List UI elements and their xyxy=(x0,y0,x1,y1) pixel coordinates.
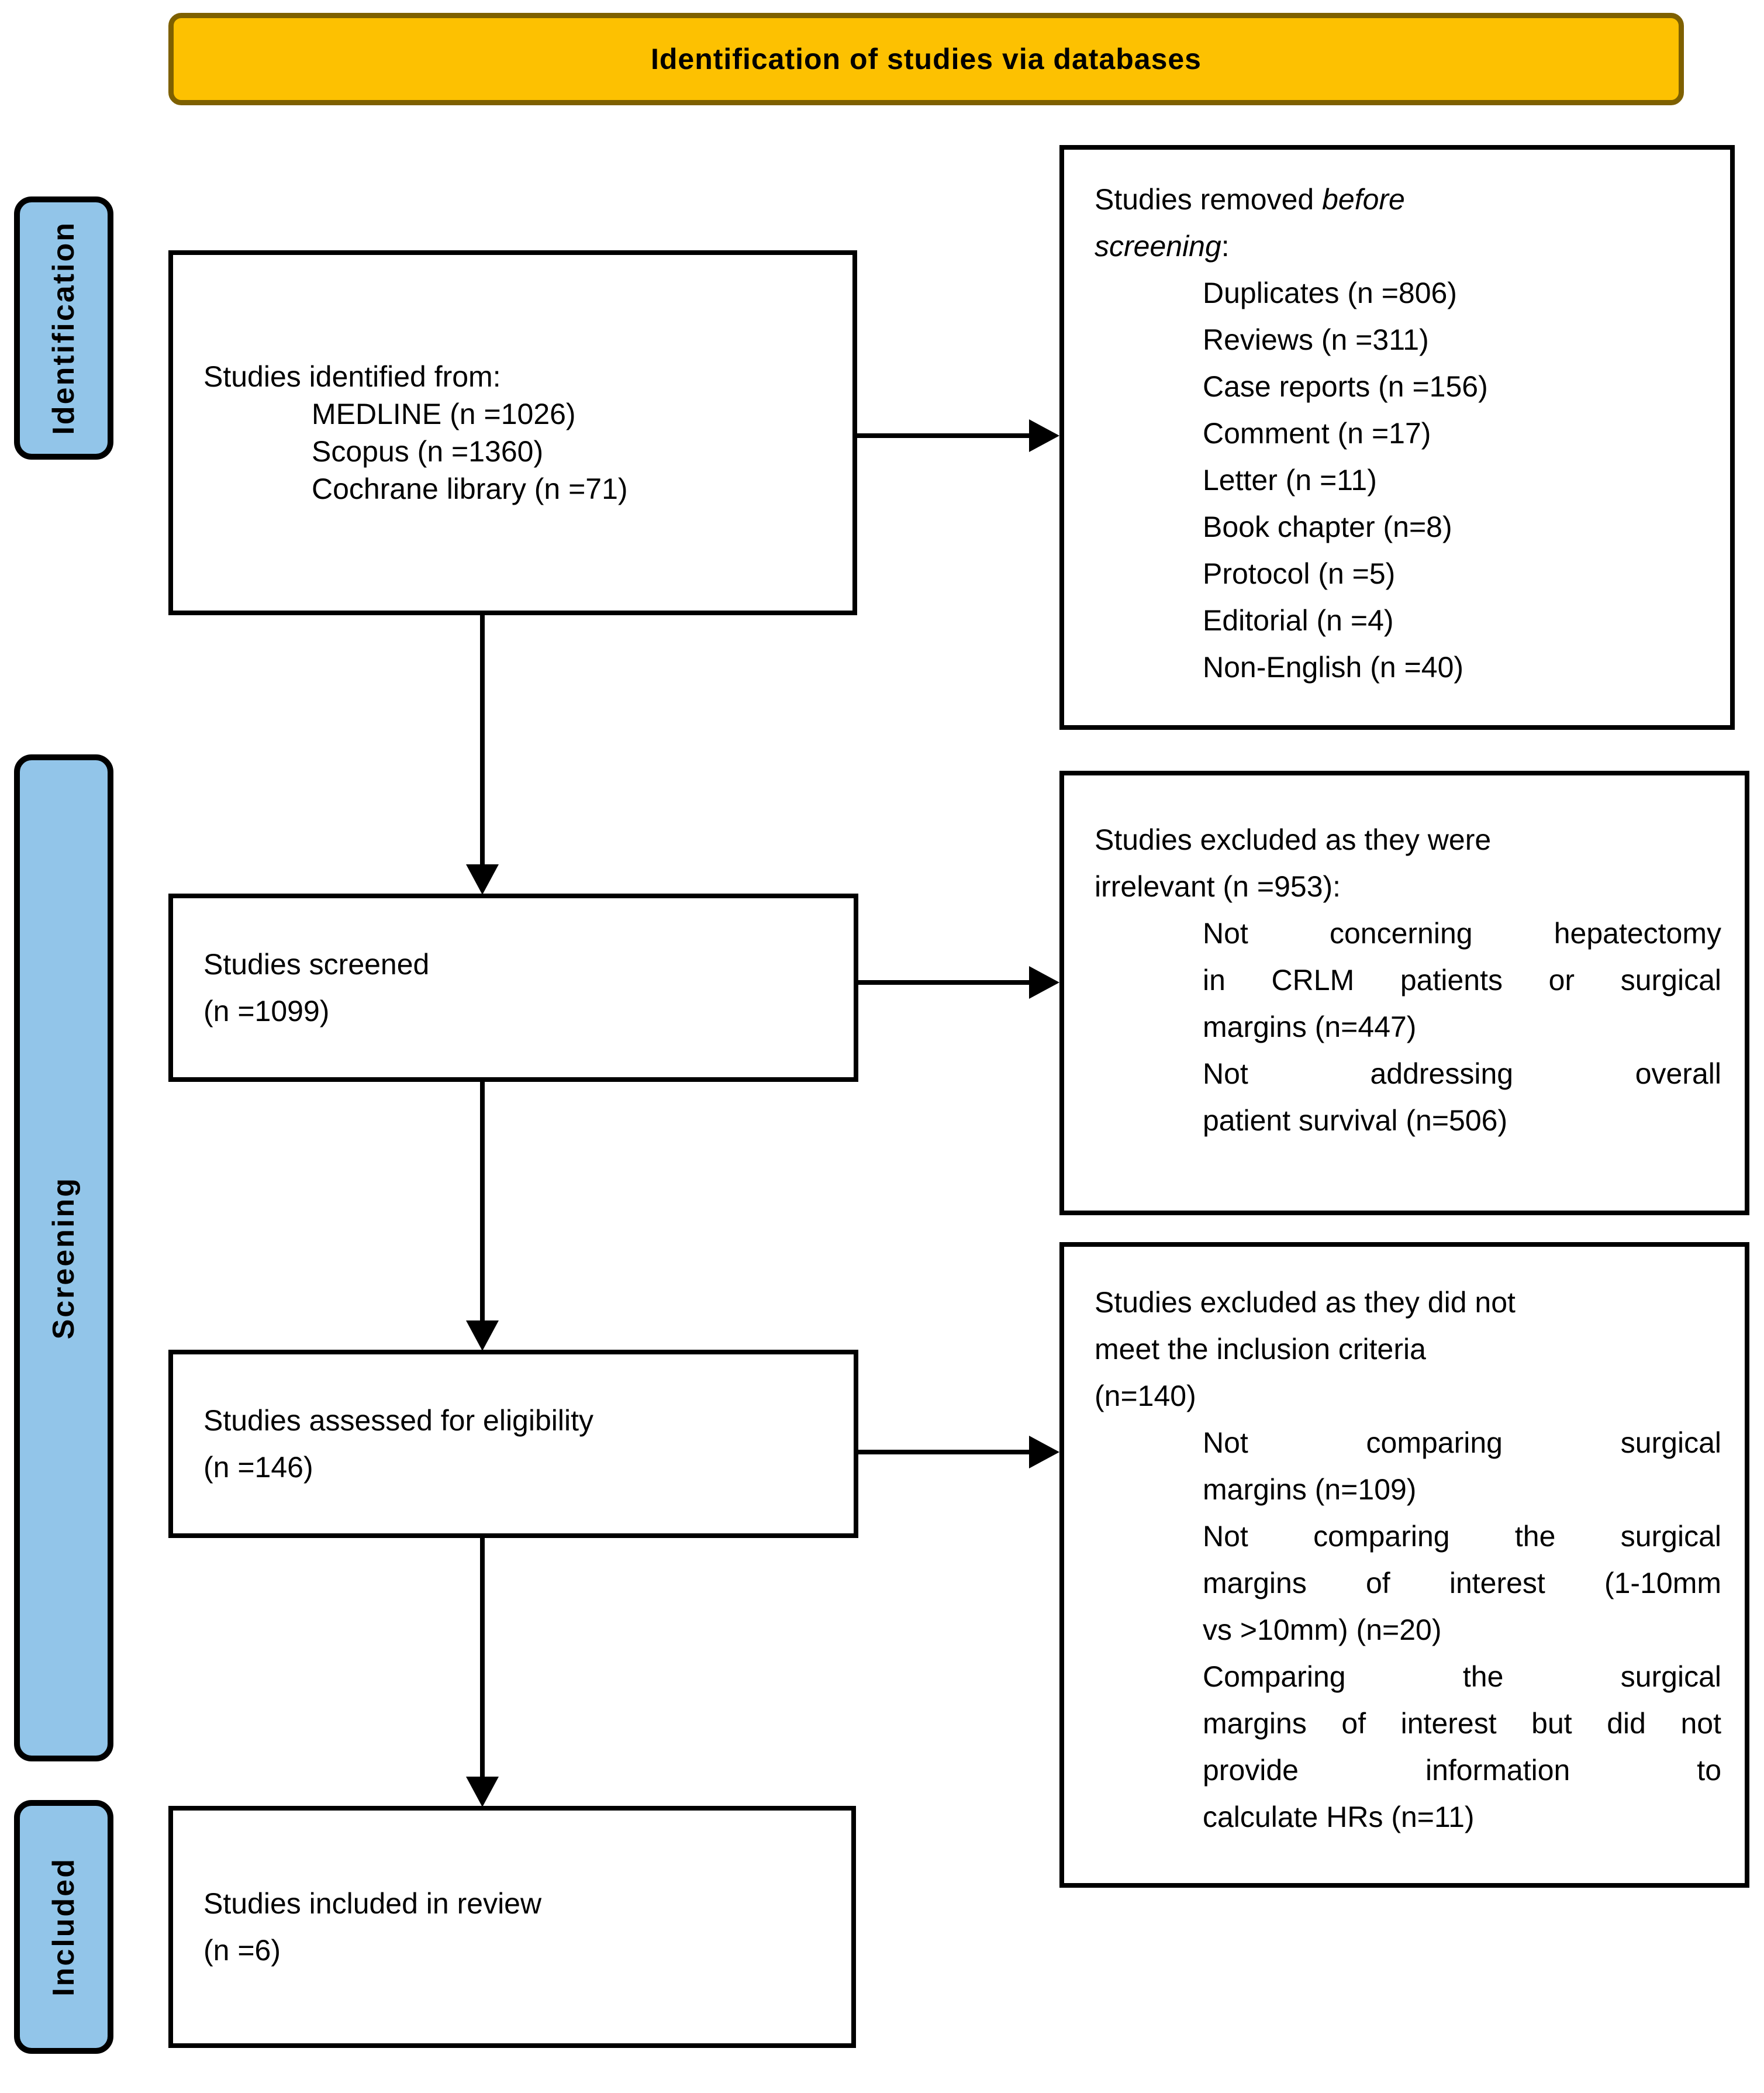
screened-line1: Studies screened xyxy=(203,948,430,981)
included-line1: Studies included in review xyxy=(203,1887,542,1920)
arrow-identified-to-removed-head xyxy=(1029,419,1059,452)
box-excluded-irrelevant: Studies excluded as they were irrelevant… xyxy=(1059,771,1749,1215)
irrelevant-reason2-line2: patient survival (n=506) xyxy=(1203,1104,1508,1137)
stage-label-identification: Identification xyxy=(14,196,113,460)
arrow-screened-to-irrelevant-line xyxy=(857,980,1033,985)
box-studies-identified: Studies identified from: MEDLINE (n =102… xyxy=(168,250,857,615)
removed-item-editorial: Editorial (n =4) xyxy=(1203,604,1394,637)
removed-item-comment: Comment (n =17) xyxy=(1203,417,1431,450)
irrelevant-reason1-line2: in CRLM patients or surgical xyxy=(1203,964,1721,996)
arrow-identified-to-removed-line xyxy=(856,433,1033,438)
criteria-reason3-line1: Comparing the surgical xyxy=(1203,1660,1721,1693)
banner-title-label: Identification of studies via databases xyxy=(650,43,1202,75)
assessed-count: (n =146) xyxy=(203,1451,313,1484)
arrow-identified-to-screened-head xyxy=(466,864,499,895)
criteria-header-line3: (n=140) xyxy=(1095,1380,1196,1412)
criteria-reason3-line2: margins of interest but did not xyxy=(1203,1707,1721,1740)
arrow-screened-to-assessed-line xyxy=(480,1081,485,1323)
removed-header-line1: Studies removed before xyxy=(1095,176,1707,223)
arrow-assessed-to-criteria-line xyxy=(857,1450,1033,1454)
stage-label-screening-text: Screening xyxy=(47,1176,81,1340)
stage-label-included-text: Included xyxy=(47,1857,81,1997)
criteria-header-line1: Studies excluded as they did not xyxy=(1095,1286,1516,1319)
box-excluded-inclusion-criteria: Studies excluded as they did not meet th… xyxy=(1059,1242,1749,1888)
stage-label-screening: Screening xyxy=(14,754,113,1761)
removed-header-italic2: screening xyxy=(1095,230,1221,263)
removed-item-book-chapter: Book chapter (n=8) xyxy=(1203,511,1452,543)
box-studies-assessed: Studies assessed for eligibility (n =146… xyxy=(168,1350,858,1538)
criteria-reason1-line2: margins (n=109) xyxy=(1203,1473,1417,1506)
criteria-reason2-line3: vs >10mm) (n=20) xyxy=(1203,1613,1442,1646)
irrelevant-header-line1: Studies excluded as they were xyxy=(1095,823,1492,856)
irrelevant-reason1-line1: Not concerning hepatectomy xyxy=(1203,917,1721,950)
box-studies-screened: Studies screened (n =1099) xyxy=(168,894,858,1082)
removed-header-suffix: : xyxy=(1221,230,1230,263)
banner-title: Identification of studies via databases xyxy=(168,13,1684,105)
arrow-screened-to-assessed-head xyxy=(466,1320,499,1351)
removed-item-reviews: Reviews (n =311) xyxy=(1203,323,1429,356)
screened-count: (n =1099) xyxy=(203,995,330,1027)
irrelevant-header-line2: irrelevant (n =953): xyxy=(1095,870,1341,903)
box-studies-included: Studies included in review (n =6) xyxy=(168,1806,856,2048)
criteria-reason2-line2: margins of interest (1-10mm xyxy=(1203,1567,1721,1599)
identified-source-cochrane: Cochrane library (n =71) xyxy=(312,473,628,505)
removed-item-duplicates: Duplicates (n =806) xyxy=(1203,277,1457,309)
included-count: (n =6) xyxy=(203,1934,281,1967)
arrow-assessed-to-criteria-head xyxy=(1029,1436,1059,1468)
arrow-screened-to-irrelevant-head xyxy=(1029,966,1059,999)
removed-item-non-english: Non-English (n =40) xyxy=(1203,651,1464,684)
criteria-header-line2: meet the inclusion criteria xyxy=(1095,1333,1426,1366)
box-removed-before-screening: Studies removed before screening: Duplic… xyxy=(1059,145,1735,730)
criteria-reason2-line1: Not comparing the surgical xyxy=(1203,1520,1721,1553)
identified-heading: Studies identified from: xyxy=(203,360,501,393)
irrelevant-reason1-line3: margins (n=447) xyxy=(1203,1011,1417,1043)
criteria-reason1-line1: Not comparing surgical xyxy=(1203,1426,1721,1459)
irrelevant-reason2-line1: Not addressing overall xyxy=(1203,1057,1721,1090)
removed-header-prefix: Studies removed xyxy=(1095,183,1323,216)
removed-item-case-reports: Case reports (n =156) xyxy=(1203,370,1488,403)
assessed-line1: Studies assessed for eligibility xyxy=(203,1404,593,1437)
removed-item-letter: Letter (n =11) xyxy=(1203,464,1377,496)
stage-label-included: Included xyxy=(14,1800,113,2054)
identified-source-scopus: Scopus (n =1360) xyxy=(312,435,544,468)
removed-header-line2: screening: xyxy=(1095,223,1707,270)
arrow-assessed-to-included-head xyxy=(466,1777,499,1807)
criteria-reason3-line3: provide information to xyxy=(1203,1754,1721,1787)
stage-label-identification-text: Identification xyxy=(47,221,81,435)
removed-item-protocol: Protocol (n =5) xyxy=(1203,557,1396,590)
arrow-assessed-to-included-line xyxy=(480,1537,485,1779)
arrow-identified-to-screened-line xyxy=(480,614,485,867)
identified-source-medline: MEDLINE (n =1026) xyxy=(312,398,576,430)
criteria-reason3-line4: calculate HRs (n=11) xyxy=(1203,1801,1475,1833)
removed-header-italic1: before xyxy=(1322,183,1405,216)
